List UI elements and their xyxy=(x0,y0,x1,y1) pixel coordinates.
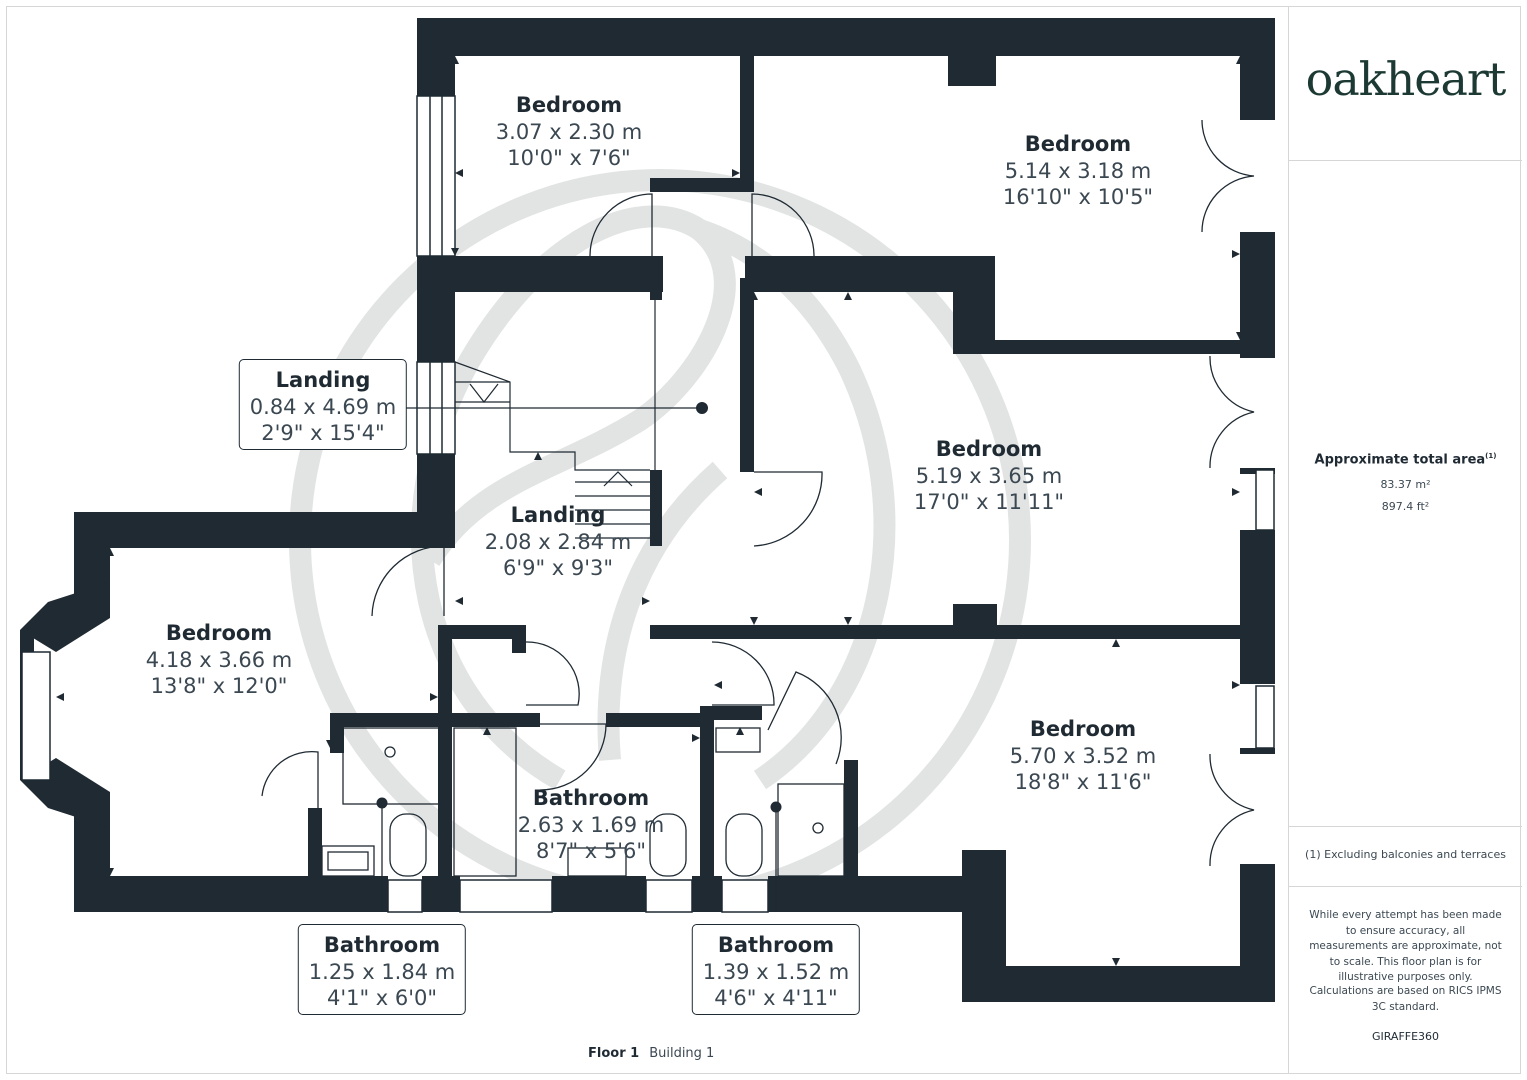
info-sidebar: oakheart Approximate total area(1) 83.37… xyxy=(1288,6,1522,1074)
room-imperial: 4'1" x 6'0" xyxy=(326,986,438,1010)
doors xyxy=(261,119,1255,867)
floor-plan xyxy=(20,18,1275,1002)
room-metric: 2.08 x 2.84 m xyxy=(484,530,632,554)
building-name: Building 1 xyxy=(649,1046,715,1061)
brand-logo: oakheart xyxy=(1305,52,1507,106)
walls xyxy=(20,18,1275,1002)
room-metric: 4.18 x 3.66 m xyxy=(145,648,293,672)
floor-caption: Floor 1 Building 1 xyxy=(588,1046,714,1061)
room-name: Bedroom xyxy=(515,93,623,117)
room-name: Bedroom xyxy=(1029,717,1137,741)
room-label-landing-1: Landing 0.84 x 4.69 m 2'9" x 15'4" xyxy=(238,359,408,450)
divider xyxy=(1289,826,1522,827)
dimension-markers xyxy=(56,56,1244,966)
area-footnote-mark: (1) xyxy=(1485,452,1497,460)
room-label-bedroom-3: Bedroom 5.19 x 3.65 m 17'0" x 11'11" xyxy=(914,435,1064,515)
room-name: Landing xyxy=(510,503,606,527)
room-imperial: 10'0" x 7'6" xyxy=(507,146,631,170)
room-label-bedroom-4: Bedroom 4.18 x 3.66 m 13'8" x 12'0" xyxy=(146,619,292,699)
room-name: Bathroom xyxy=(323,933,441,957)
floor-name: Floor 1 xyxy=(588,1046,640,1061)
divider xyxy=(1289,886,1522,887)
room-label-bedroom-5: Bedroom 5.70 x 3.52 m 18'8" x 11'6" xyxy=(1010,715,1156,795)
room-metric: 5.19 x 3.65 m xyxy=(915,464,1063,488)
staircase xyxy=(454,300,656,539)
room-imperial: 18'8" x 11'6" xyxy=(1014,770,1152,794)
room-metric: 1.25 x 1.84 m xyxy=(308,960,456,984)
fixture-dots xyxy=(376,797,782,813)
room-imperial: 17'0" x 11'11" xyxy=(913,490,1065,514)
room-metric: 3.07 x 2.30 m xyxy=(495,120,643,144)
room-imperial: 13'8" x 12'0" xyxy=(150,674,288,698)
room-metric: 5.14 x 3.18 m xyxy=(1004,159,1152,183)
room-name: Bedroom xyxy=(165,621,273,645)
room-metric: 1.39 x 1.52 m xyxy=(702,960,850,984)
room-label-bathroom-1: Bathroom 2.63 x 1.69 m 8'7" x 5'6" xyxy=(518,784,664,864)
area-title-text: Approximate total area xyxy=(1314,452,1486,468)
room-imperial: 8'7" x 5'6" xyxy=(535,839,647,863)
room-imperial: 4'6" x 4'11" xyxy=(714,986,838,1010)
room-imperial: 2'9" x 15'4" xyxy=(261,421,385,445)
calculation-note: Calculations are based on RICS IPMS 3C s… xyxy=(1309,985,1502,1013)
room-metric: 5.70 x 3.52 m xyxy=(1009,744,1157,768)
room-name: Bathroom xyxy=(717,933,835,957)
area-footnote: (1) Excluding balconies and terraces xyxy=(1305,848,1506,861)
disclaimer-text: While every attempt has been made to ens… xyxy=(1309,909,1502,983)
page-frame xyxy=(6,6,1521,1074)
area-sqft: 897.4 ft² xyxy=(1381,500,1430,513)
room-name: Bathroom xyxy=(532,786,650,810)
area-sqm: 83.37 m² xyxy=(1380,478,1431,491)
room-metric: 2.63 x 1.69 m xyxy=(517,813,665,837)
room-name: Bedroom xyxy=(935,437,1043,461)
room-name: Bedroom xyxy=(1024,132,1132,156)
room-imperial: 6'9" x 9'3" xyxy=(502,556,614,580)
room-label-landing-2: Landing 2.08 x 2.84 m 6'9" x 9'3" xyxy=(485,501,631,581)
divider xyxy=(1289,160,1522,161)
bathroom-fixtures xyxy=(321,727,845,912)
room-imperial: 16'10" x 10'5" xyxy=(1002,185,1154,209)
room-name: Landing xyxy=(275,368,371,392)
room-label-bathroom-3: Bathroom 1.39 x 1.52 m 4'6" x 4'11" xyxy=(691,924,861,1015)
area-title: Approximate total area(1) xyxy=(1289,452,1522,467)
room-metric: 0.84 x 4.69 m xyxy=(249,395,397,419)
room-label-bedroom-1: Bedroom 3.07 x 2.30 m 10'0" x 7'6" xyxy=(496,91,642,171)
credit-giraffe360: GIRAFFE360 xyxy=(1371,1030,1440,1043)
room-label-bedroom-2: Bedroom 5.14 x 3.18 m 16'10" x 10'5" xyxy=(1003,130,1153,210)
landing-leader xyxy=(405,402,708,414)
room-label-bathroom-2: Bathroom 1.25 x 1.84 m 4'1" x 6'0" xyxy=(297,924,467,1015)
